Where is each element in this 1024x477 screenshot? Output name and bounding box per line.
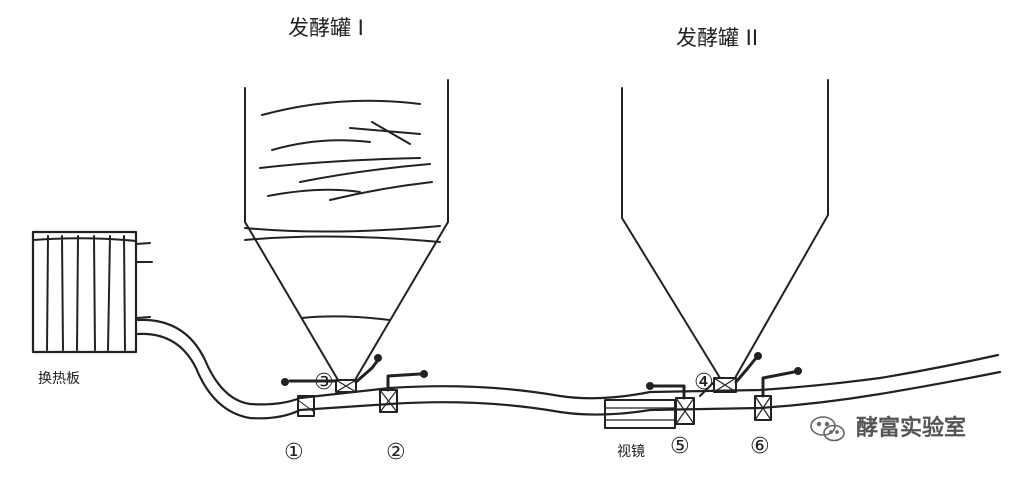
valve-4-number: ④ — [694, 370, 714, 395]
wechat-chat-icon — [810, 416, 845, 442]
valve-3-number: ③ — [314, 370, 334, 395]
valve-2 — [379, 370, 428, 413]
tank2-title: 发酵罐 II — [676, 26, 759, 50]
sight-glass-label: 视镜 — [617, 444, 645, 460]
valve-5 — [646, 382, 695, 425]
watermark-text: 酵富实验室 — [856, 416, 967, 441]
main-pipeline — [136, 318, 1002, 420]
valve-2-number: ② — [386, 440, 406, 465]
fermenter-tank-1 — [244, 79, 449, 381]
valve-4 — [699, 352, 762, 397]
valve-5-number: ⑤ — [670, 434, 690, 459]
tank1-title: 发酵罐 I — [288, 16, 364, 40]
valve-6-number: ⑥ — [750, 434, 770, 459]
heat-exchanger-label: 换热板 — [38, 371, 80, 387]
valve-1-number: ① — [284, 440, 304, 465]
valve-6 — [754, 367, 802, 421]
valve-1 — [297, 395, 315, 417]
heat-exchanger — [31, 230, 153, 354]
valve-3 — [281, 354, 382, 393]
fermenter-tank-2 — [621, 79, 829, 379]
